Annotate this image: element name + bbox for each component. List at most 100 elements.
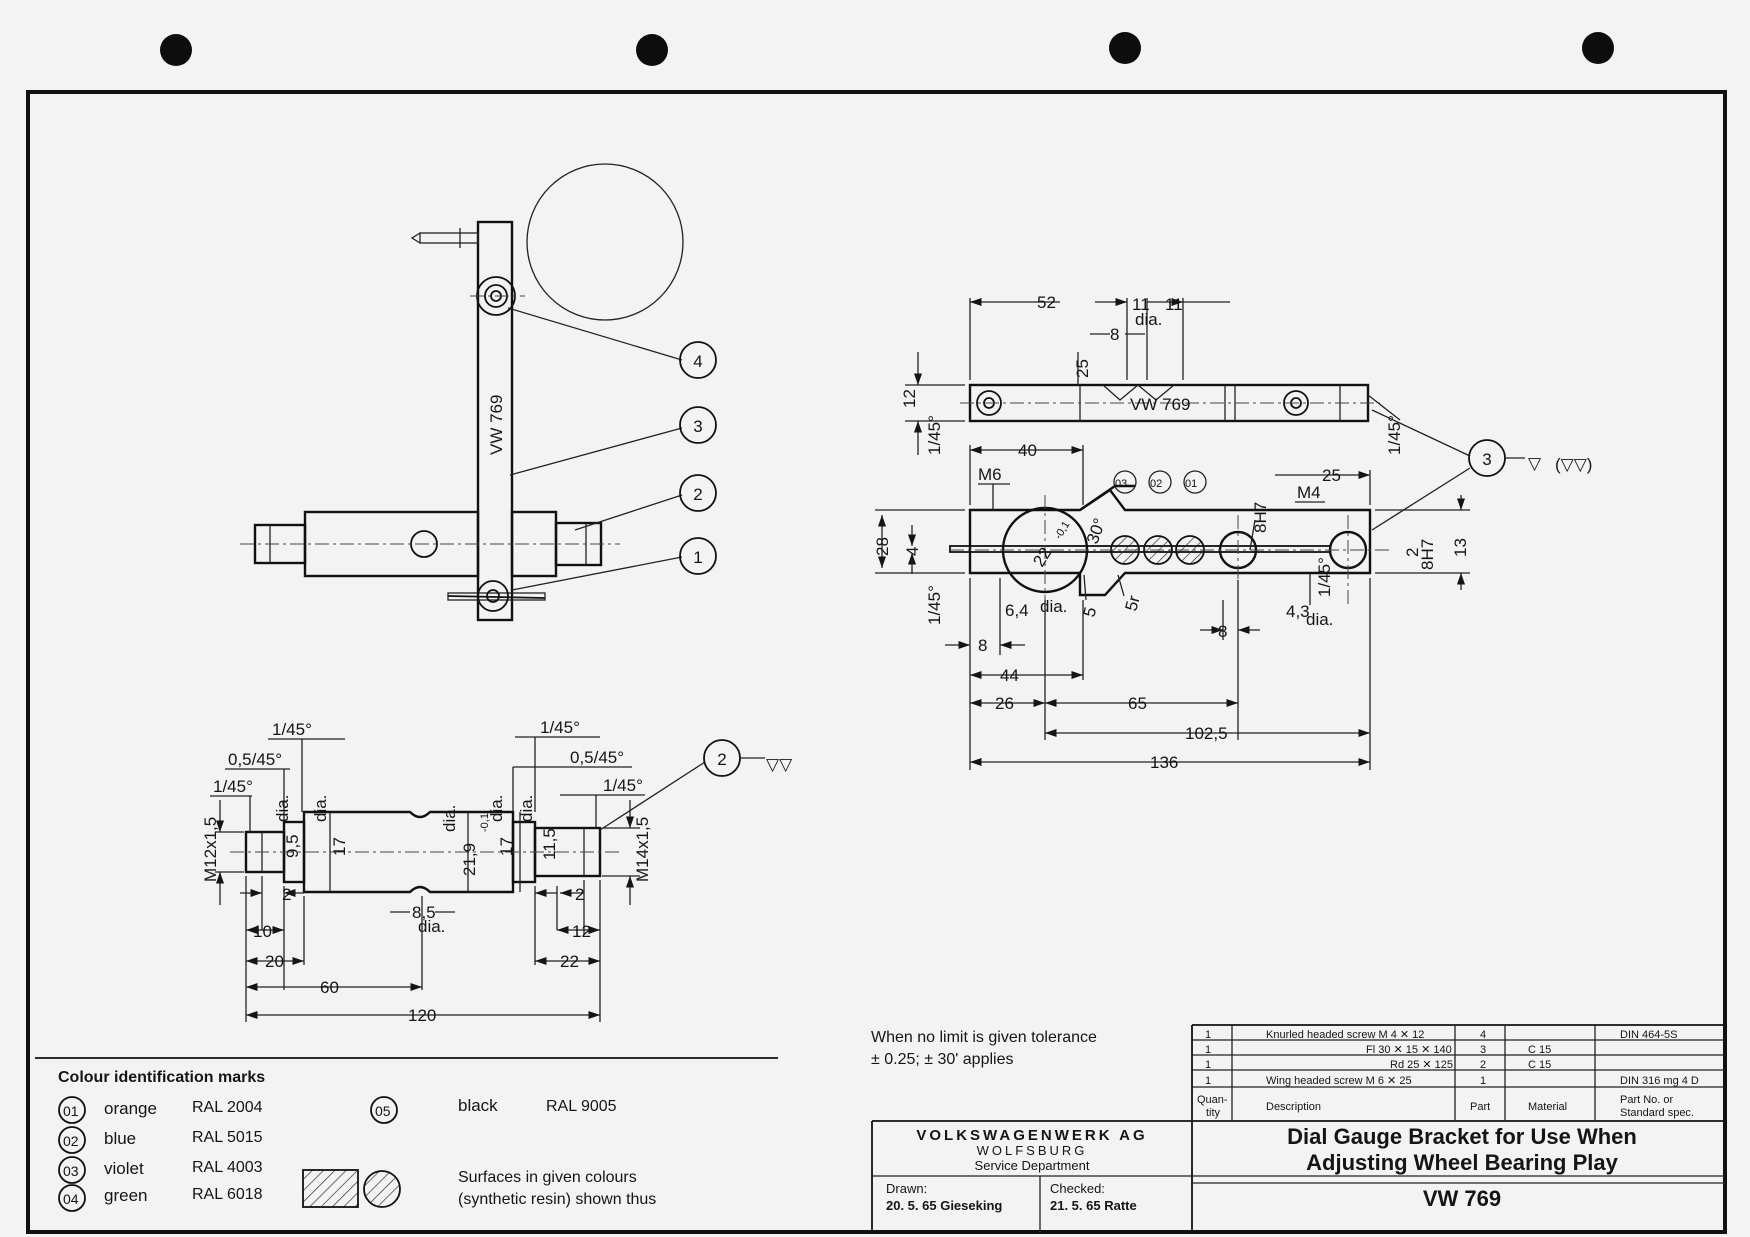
- svg-text:dia.: dia.: [311, 795, 330, 822]
- svg-text:1/45°: 1/45°: [1315, 557, 1334, 597]
- svg-text:1/45°: 1/45°: [272, 720, 312, 739]
- svg-text:0,5/45°: 0,5/45°: [228, 750, 282, 769]
- svg-text:Part: Part: [1470, 1101, 1490, 1113]
- svg-text:dia.: dia.: [418, 917, 445, 936]
- hatch-sample-rect: [302, 1169, 359, 1208]
- svg-text:8,5: 8,5: [412, 903, 436, 922]
- svg-text:blue: blue: [104, 1129, 136, 1148]
- svg-text:2: 2: [717, 750, 726, 769]
- color-dot-01: 01: [1185, 478, 1197, 490]
- svg-text:Material: Material: [1528, 1101, 1567, 1113]
- svg-text:RAL 5015: RAL 5015: [192, 1129, 263, 1146]
- svg-text:13: 13: [1451, 538, 1470, 557]
- svg-text:11: 11: [1165, 295, 1183, 314]
- svg-text:± 0.25; ± 30' applies: ± 0.25; ± 30' applies: [871, 1051, 1013, 1068]
- svg-text:4,3: 4,3: [1286, 602, 1310, 621]
- svg-text:12: 12: [572, 922, 591, 941]
- svg-text:green: green: [104, 1186, 147, 1205]
- bracket-part-marking: VW 769: [1130, 395, 1190, 414]
- svg-text:21,9: 21,9: [460, 843, 479, 876]
- svg-text:-0,1: -0,1: [479, 813, 491, 832]
- svg-text:M4: M4: [1297, 483, 1321, 502]
- svg-text:C 15: C 15: [1528, 1059, 1551, 1071]
- svg-text:9,5: 9,5: [283, 834, 302, 858]
- bracket-top-view: VW 769 52 11 11 dia. 8 25 12 1/45° 1/45°…: [900, 293, 1592, 531]
- svg-text:20: 20: [265, 952, 284, 971]
- balloon-2-spindle: 2: [703, 739, 741, 777]
- svg-text:6,4: 6,4: [1005, 601, 1029, 620]
- surface-symbol-2: ▽▽: [766, 755, 793, 774]
- svg-text:8H7: 8H7: [1251, 502, 1270, 533]
- svg-text:dia.: dia.: [440, 805, 459, 832]
- svg-text:Knurled headed screw M 4 ✕ 1: Knurled headed screw M 4 ✕ 12: [1266, 1029, 1424, 1041]
- svg-text:dia.: dia.: [1135, 310, 1162, 329]
- company-name: VOLKSWAGENWERK AG: [916, 1127, 1147, 1144]
- parts-row-4: 1 Wing headed screw M 6 ✕ 25 1 DIN 316 m…: [1205, 1075, 1699, 1087]
- svg-text:DIN 464-5S: DIN 464-5S: [1620, 1029, 1677, 1041]
- svg-text:Standard spec.: Standard spec.: [1620, 1107, 1694, 1119]
- svg-text:25: 25: [1073, 359, 1092, 378]
- svg-text:5r: 5r: [1122, 593, 1144, 613]
- svg-text:01: 01: [63, 1103, 79, 1119]
- svg-text:44: 44: [1000, 666, 1019, 685]
- drawing-number: VW 769: [1423, 1186, 1501, 1211]
- svg-text:03: 03: [63, 1163, 79, 1179]
- svg-text:04: 04: [63, 1191, 79, 1207]
- svg-text:10: 10: [253, 922, 272, 941]
- svg-text:1/45°: 1/45°: [603, 776, 643, 795]
- color-dot-03: 03: [1115, 478, 1127, 490]
- svg-text:28: 28: [873, 537, 892, 556]
- svg-text:1/45°: 1/45°: [540, 718, 580, 737]
- svg-text:M12x1,5: M12x1,5: [201, 817, 220, 882]
- balloon-3: 3: [679, 406, 717, 444]
- svg-text:Rd 25 ✕ 125: Rd 25 ✕ 125: [1390, 1059, 1453, 1071]
- colour-row-05: 05 black RAL 9005: [370, 1096, 617, 1124]
- svg-text:26: 26: [995, 694, 1014, 713]
- svg-text:2: 2: [1480, 1059, 1486, 1071]
- svg-text:4: 4: [903, 547, 922, 556]
- svg-text:8: 8: [1218, 622, 1227, 641]
- svg-text:120: 120: [408, 1006, 436, 1025]
- svg-text:11,5: 11,5: [540, 828, 559, 860]
- svg-text:1: 1: [1480, 1075, 1486, 1087]
- svg-text:2: 2: [575, 885, 584, 904]
- balloon-3-bracket: 3: [1468, 439, 1506, 477]
- svg-text:Part No. or: Part No. or: [1620, 1094, 1674, 1106]
- svg-text:4: 4: [693, 352, 702, 371]
- svg-text:DIN 316 mg 4 D: DIN 316 mg 4 D: [1620, 1075, 1699, 1087]
- parts-list: 1 Knurled headed screw M 4 ✕ 12 4 DIN 46…: [1191, 1024, 1725, 1232]
- balloon-1: 1: [679, 537, 717, 575]
- svg-text:05: 05: [375, 1103, 391, 1119]
- svg-text:1/45°: 1/45°: [1385, 415, 1404, 455]
- svg-text:tity: tity: [1206, 1107, 1221, 1119]
- svg-text:102,5: 102,5: [1185, 724, 1228, 743]
- company-dept: Service Department: [975, 1158, 1090, 1173]
- svg-text:Description: Description: [1266, 1101, 1321, 1113]
- svg-text:Surfaces in given colours: Surfaces in given colours: [458, 1169, 637, 1186]
- svg-text:60: 60: [320, 978, 339, 997]
- svg-text:1/45°: 1/45°: [925, 585, 944, 625]
- svg-text:0,5/45°: 0,5/45°: [570, 748, 624, 767]
- svg-text:RAL 4003: RAL 4003: [192, 1159, 263, 1176]
- svg-text:52: 52: [1037, 293, 1056, 312]
- svg-text:When no limit is given toleran: When no limit is given tolerance: [871, 1029, 1097, 1046]
- title-block: VOLKSWAGENWERK AG WOLFSBURG Service Depa…: [871, 1120, 1725, 1232]
- svg-text:-0,1: -0,1: [1052, 519, 1072, 541]
- svg-text:RAL 2004: RAL 2004: [192, 1099, 263, 1116]
- hatch-sample-circle: [363, 1170, 401, 1208]
- svg-text:Checked:: Checked:: [1050, 1181, 1105, 1196]
- surface-symbol-3: ▽: [1528, 454, 1542, 473]
- svg-text:1: 1: [1205, 1075, 1211, 1087]
- balloon-4: 4: [679, 341, 717, 379]
- svg-text:30°: 30°: [1083, 516, 1110, 547]
- svg-text:dia.: dia.: [487, 795, 506, 822]
- colour-row-01: 01 orange RAL 2004: [58, 1096, 263, 1124]
- bracket-plan-view: 03 02 01 40 M6 25 M4 28 4 8H7 2 8H7: [873, 441, 1470, 772]
- svg-text:4: 4: [1480, 1029, 1486, 1041]
- colour-row-04: 04 green RAL 6018: [58, 1184, 263, 1212]
- svg-text:3: 3: [1482, 450, 1491, 469]
- svg-text:1/45°: 1/45°: [925, 415, 944, 455]
- svg-text:(synthetic resin) shown thus: (synthetic resin) shown thus: [458, 1191, 656, 1208]
- svg-text:M14x1,5: M14x1,5: [633, 817, 652, 882]
- frame-border: [26, 90, 1727, 1234]
